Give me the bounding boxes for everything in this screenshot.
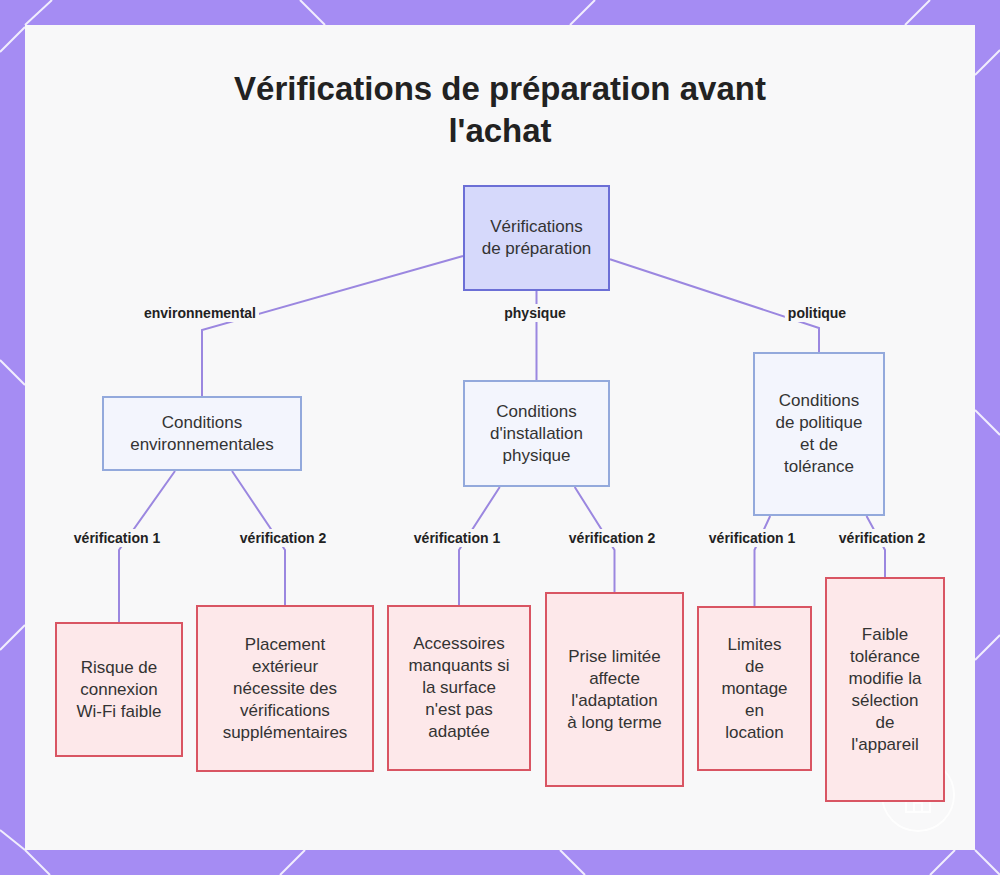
check-box: Accessoires manquants si la surface n'es…	[387, 605, 531, 771]
edge-label: vérification 2	[566, 529, 658, 547]
node-text: Conditions environnementales	[112, 412, 292, 456]
node-text: Accessoires manquants si la surface n'es…	[406, 633, 512, 743]
edge-label: vérification 1	[706, 529, 798, 547]
check-box: Limites de montage en location	[697, 606, 812, 771]
category-box: Conditions de politique et de tolérance	[753, 352, 885, 516]
check-box: Risque de connexion Wi-Fi faible	[55, 622, 183, 757]
edge-label: physique	[501, 304, 568, 322]
root-box: Vérifications de préparation	[463, 185, 610, 291]
node-text: Prise limitée affecte l'adaptation à lon…	[567, 646, 663, 734]
edge-label: vérification 1	[71, 529, 163, 547]
check-box: Prise limitée affecte l'adaptation à lon…	[545, 592, 684, 787]
edge-label: vérification 1	[411, 529, 503, 547]
diagram-title: Vérifications de préparation avant l'ach…	[210, 68, 790, 152]
edge-label: vérification 2	[237, 529, 329, 547]
connector-line	[202, 256, 463, 396]
node-text: Limites de montage en location	[717, 634, 793, 744]
category-box: Conditions environnementales	[102, 396, 302, 471]
check-box: Placement extérieur nécessite des vérifi…	[196, 605, 374, 772]
edge-label: politique	[785, 304, 849, 322]
node-text: Risque de connexion Wi-Fi faible	[76, 657, 162, 723]
node-text: Faible tolérance modifie la sélection de…	[842, 624, 928, 756]
check-box: Faible tolérance modifie la sélection de…	[825, 577, 945, 802]
node-text: Conditions de politique et de tolérance	[773, 390, 865, 478]
node-text: Vérifications de préparation	[481, 216, 593, 260]
edge-label: vérification 2	[836, 529, 928, 547]
category-box: Conditions d'installation physique	[463, 380, 610, 487]
node-text: Conditions d'installation physique	[472, 401, 602, 467]
node-text: Placement extérieur nécessite des vérifi…	[217, 634, 353, 744]
edge-label: environnemental	[141, 304, 259, 322]
